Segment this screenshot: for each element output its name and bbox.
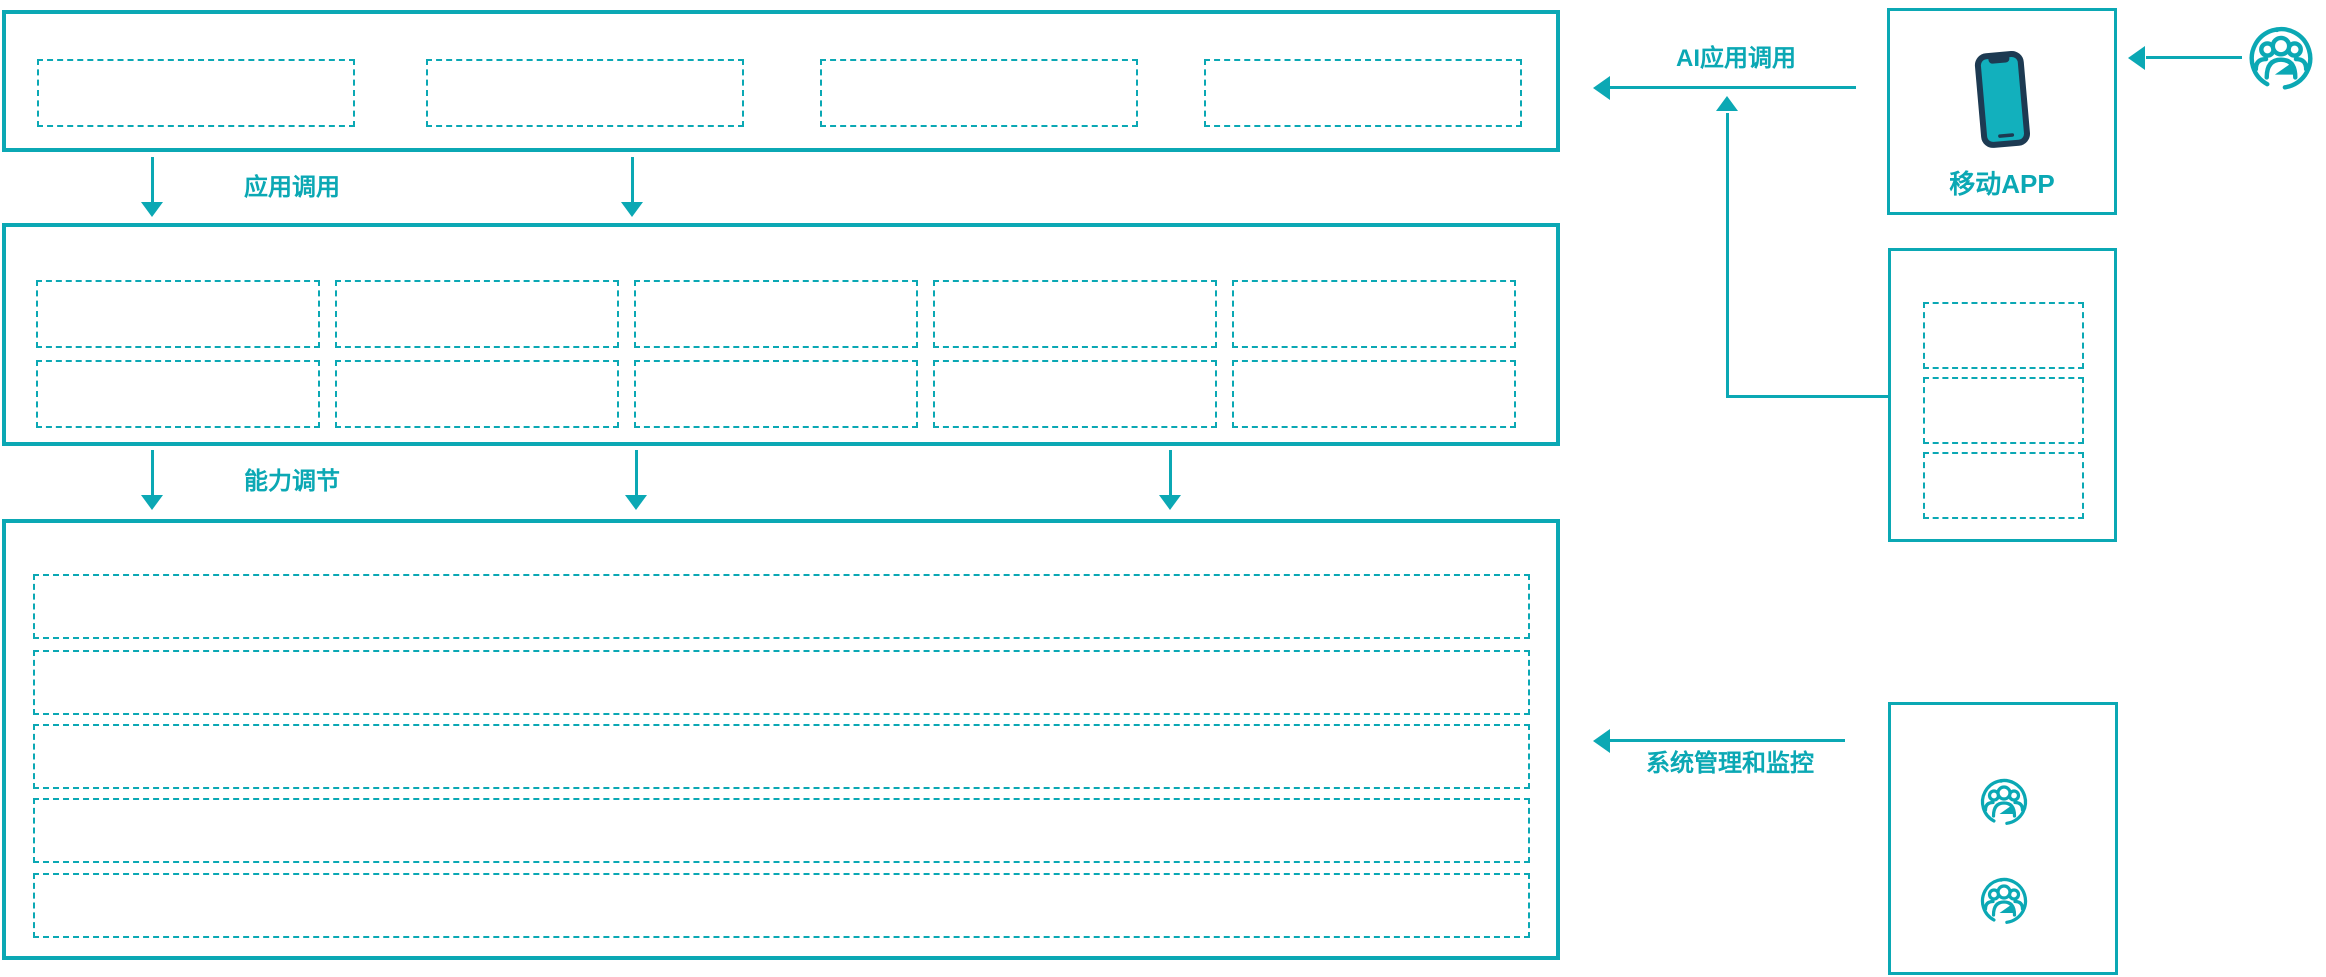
- placeholder-box: [1923, 452, 2084, 519]
- users-circle-icon: [2249, 26, 2313, 90]
- capability-adjust-label: 能力调节: [244, 468, 340, 495]
- ai-app-call-arrow: [1610, 86, 1856, 89]
- placeholder-box: [1923, 377, 2084, 444]
- admin-box: [1888, 702, 2118, 975]
- placeholder-box: [36, 280, 320, 348]
- placeholder-row: [33, 798, 1530, 863]
- placeholder-row: [33, 650, 1530, 715]
- placeholder-box: [933, 280, 1217, 348]
- placeholder-box: [1232, 280, 1516, 348]
- ai-app-call-label: AI应用调用: [1676, 45, 1796, 72]
- left-arrow-head-icon: [1593, 76, 1610, 100]
- placeholder-box: [1232, 360, 1516, 428]
- smartphone-icon: [1974, 51, 2031, 148]
- middle-layer-panel: [2, 223, 1560, 446]
- placeholder-box: [36, 360, 320, 428]
- placeholder-row: [33, 574, 1530, 639]
- down-arrow-head-icon: [1159, 495, 1181, 510]
- placeholder-box: [820, 59, 1138, 127]
- down-arrow: [635, 450, 638, 495]
- down-arrow-head-icon: [141, 495, 163, 510]
- down-arrow-head-icon: [621, 202, 643, 217]
- placeholder-box: [1923, 302, 2084, 369]
- placeholder-row: [33, 873, 1530, 938]
- placeholder-row: [33, 724, 1530, 789]
- system-management-arrow: [1610, 739, 1845, 742]
- left-arrow-head-icon: [2128, 46, 2145, 70]
- service-to-arrow-connector: [1726, 395, 1888, 398]
- placeholder-box: [37, 59, 355, 127]
- users-circle-icon: [1980, 877, 2028, 925]
- up-arrow-head-icon: [1716, 96, 1738, 111]
- placeholder-box: [634, 360, 918, 428]
- placeholder-box: [933, 360, 1217, 428]
- users-circle-icon: [1980, 778, 2028, 826]
- left-arrow-head-icon: [1593, 729, 1610, 753]
- down-arrow: [151, 157, 154, 202]
- down-arrow: [631, 157, 634, 202]
- down-arrow: [1169, 450, 1172, 495]
- bottom-layer-panel: [2, 519, 1560, 960]
- service-box: [1888, 248, 2117, 542]
- down-arrow: [151, 450, 154, 495]
- app-call-label: 应用调用: [244, 174, 340, 201]
- mobile-app-label: 移动APP: [1949, 169, 2055, 199]
- down-arrow-head-icon: [625, 495, 647, 510]
- placeholder-box: [335, 280, 619, 348]
- placeholder-box: [634, 280, 918, 348]
- placeholder-box: [335, 360, 619, 428]
- system-management-label: 系统管理和监控: [1646, 750, 1814, 777]
- service-to-arrow-connector: [1726, 113, 1729, 397]
- placeholder-box: [1204, 59, 1522, 127]
- down-arrow-head-icon: [141, 202, 163, 217]
- placeholder-box: [426, 59, 744, 127]
- top-layer-panel: [2, 10, 1560, 152]
- user-to-app-arrow: [2146, 56, 2242, 59]
